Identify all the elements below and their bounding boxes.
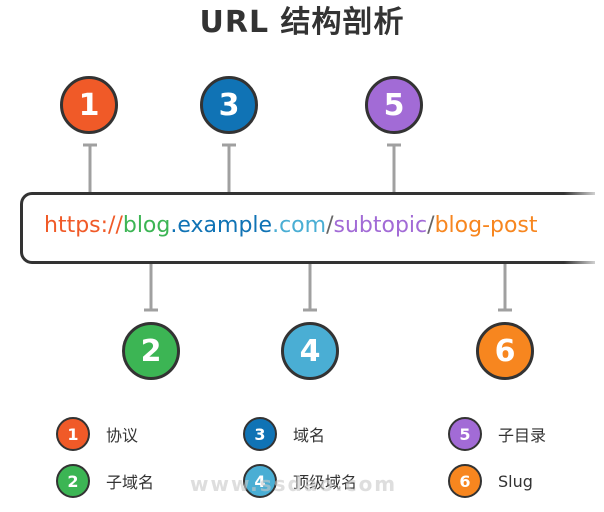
url-dot-1: . xyxy=(170,213,178,238)
legend-label: 子域名 xyxy=(106,473,155,492)
legend-label: 顶级域名 xyxy=(293,473,358,492)
legend-badge-6: 6 xyxy=(448,464,482,498)
marker-3: 3 xyxy=(200,76,258,134)
url-domain: example xyxy=(177,213,273,238)
url-slug: blog-post xyxy=(434,213,538,238)
watermark: www.ssdao.com xyxy=(190,472,398,496)
url-text: https://blog.example.com/subtopic/blog-p… xyxy=(44,211,538,241)
legend-label: 协议 xyxy=(106,426,139,445)
url-slash-2: / xyxy=(427,213,435,238)
diagram-title: URL 结构剖析 xyxy=(199,5,405,40)
url-box-fade xyxy=(564,185,604,275)
legend-item-domain: 3 域名 xyxy=(243,417,325,451)
marker-1: 1 xyxy=(60,76,118,134)
legend-item-protocol: 1 协议 xyxy=(56,417,138,451)
url-tld: com xyxy=(279,213,327,238)
legend-label: 子目录 xyxy=(498,426,547,445)
legend-label: 域名 xyxy=(293,426,326,445)
legend-item-subdomain: 2 子域名 xyxy=(56,464,154,498)
marker-4: 4 xyxy=(281,322,339,380)
legend-badge-5: 5 xyxy=(448,417,482,451)
legend-badge-4: 4 xyxy=(243,464,277,498)
legend-item-subdirectory: 5 子目录 xyxy=(448,417,546,451)
legend-badge-1: 1 xyxy=(56,417,90,451)
marker-5: 5 xyxy=(365,76,423,134)
url-dot-2: . xyxy=(272,213,280,238)
legend-label: Slug xyxy=(498,471,533,491)
legend-badge-3: 3 xyxy=(243,417,277,451)
legend-badge-2: 2 xyxy=(56,464,90,498)
url-protocol: https:// xyxy=(44,213,123,238)
legend-item-slug: 6 Slug xyxy=(448,464,533,498)
url-slash-1: / xyxy=(326,213,334,238)
marker-6: 6 xyxy=(476,322,534,380)
legend-item-tld: 4 顶级域名 xyxy=(243,464,357,498)
url-subdomain: blog xyxy=(122,213,171,238)
marker-2: 2 xyxy=(122,322,180,380)
url-subtopic: subtopic xyxy=(333,213,428,238)
url-box xyxy=(20,192,595,264)
